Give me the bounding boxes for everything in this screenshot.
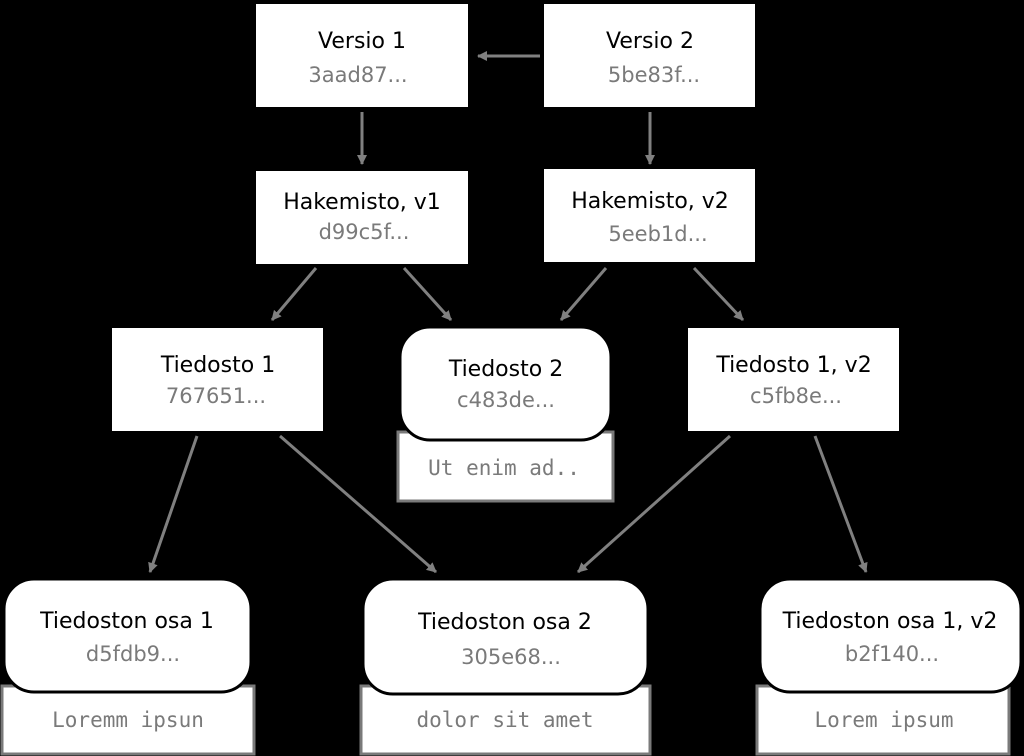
node-chunk-2: dolor sit amet Tiedoston osa 2 305e68... <box>359 577 652 756</box>
content-box <box>359 684 652 756</box>
edge-directory2-to-file2 <box>559 267 608 321</box>
content-text: dolor sit amet <box>416 708 593 732</box>
content-text: Ut enim ad.. <box>428 456 580 480</box>
edge-file1-to-chunk2 <box>279 434 437 574</box>
node-file-2: Ut enim ad.. Tiedosto 2 c483de... <box>396 325 615 503</box>
node-title: Hakemisto, v2 <box>571 189 729 214</box>
edges <box>148 51 868 574</box>
node-hash: c5fb8e... <box>750 384 842 408</box>
node-file-1-v2: Tiedosto 1, v2 c5fb8e... <box>688 328 899 431</box>
node-hash: 3aad87... <box>308 63 407 87</box>
node-title: Versio 2 <box>606 29 694 54</box>
node-title: Tiedosto 1, v2 <box>715 353 871 378</box>
node-title: Versio 1 <box>318 29 406 54</box>
node-file-1: Tiedosto 1 767651... <box>112 328 323 431</box>
edge-file1-to-chunk1 <box>148 435 199 573</box>
node-hash: d5fdb9... <box>86 642 180 666</box>
edge-file1v2-to-chunk2 <box>576 434 732 574</box>
node-title: Tiedoston osa 2 <box>417 610 592 635</box>
node-hash: 5eeb1d... <box>608 222 707 246</box>
edge-file1v2-to-chunk1v2 <box>813 435 868 573</box>
node-directory-v2: Hakemisto, v2 5eeb1d... <box>544 169 755 262</box>
node-hash: 5be83f... <box>608 63 700 87</box>
node-title: Tiedosto 2 <box>448 357 563 382</box>
content-text: Loremm ipsun <box>52 708 204 732</box>
edge-directory1-to-file1 <box>270 267 318 321</box>
node-directory-v1: Hakemisto, v1 d99c5f... <box>256 171 468 264</box>
node-title: Tiedoston osa 1, v2 <box>782 609 998 634</box>
node-version-1: Versio 1 3aad87... <box>256 4 468 107</box>
edge-directory2-to-file1v2 <box>692 266 745 322</box>
node-hash: d99c5f... <box>319 220 410 244</box>
node-hash: 305e68... <box>461 645 561 669</box>
node-hash: c483de... <box>457 388 555 412</box>
edge-directory1-to-file2 <box>402 266 453 322</box>
content-box <box>0 684 256 756</box>
node-hash: 767651... <box>166 384 266 408</box>
node-chunk-1: Loremm ipsun Tiedoston osa 1 d5fdb9... <box>0 577 256 756</box>
node-title: Tiedoston osa 1 <box>39 609 214 634</box>
node-title: Hakemisto, v1 <box>283 190 441 215</box>
node-title: Tiedosto 1 <box>160 353 275 378</box>
content-box <box>755 684 1011 756</box>
content-text: Lorem ipsum <box>814 708 953 732</box>
node-version-2: Versio 2 5be83f... <box>544 4 755 107</box>
content-box <box>396 430 615 503</box>
node-hash: b2f140... <box>845 642 939 666</box>
node-chunk-1-v2: Lorem ipsum Tiedoston osa 1, v2 b2f140..… <box>755 577 1023 756</box>
